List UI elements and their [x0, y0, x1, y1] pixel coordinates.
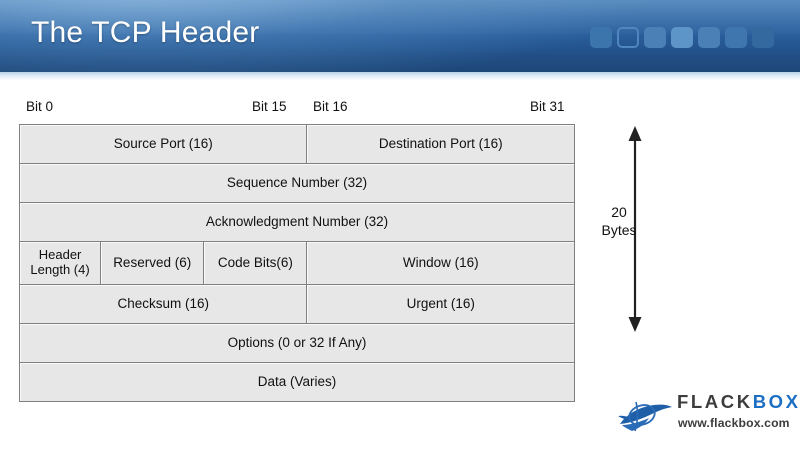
cell-source-port: Source Port (16): [18, 124, 308, 164]
cell-header-length: Header Length (4): [18, 241, 102, 285]
cell-window: Window (16): [306, 241, 575, 285]
diagram-row-flags: Header Length (4) Reserved (6) Code Bits…: [18, 241, 575, 285]
cell-checksum: Checksum (16): [18, 284, 308, 324]
header-length-line2: Length (4): [30, 262, 90, 277]
header-bottom-fade: [0, 72, 800, 81]
diagram-row-options: Options (0 or 32 If Any): [19, 323, 575, 363]
diagram-row-sequence-number: Sequence Number (32): [19, 163, 575, 203]
header-size-annotation: 20 Bytes: [596, 126, 696, 332]
cell-urgent: Urgent (16): [306, 284, 575, 324]
header-length-line1: Header: [38, 247, 82, 263]
header-size-unit: Bytes: [601, 221, 637, 238]
logo-wordmark: FLACKBOX: [677, 391, 800, 412]
fish-logo-icon: [618, 401, 672, 432]
cell-destination-port: Destination Port (16): [306, 124, 575, 164]
logo-word-accent: BOX: [752, 391, 800, 412]
slide-header-band: The TCP Header: [0, 0, 800, 72]
header-square-1: [590, 27, 612, 48]
header-size-text: 20 Bytes: [590, 204, 648, 239]
diagram-row-ports: Source Port (16) Destination Port (16): [18, 124, 575, 164]
logo-url: www.flackbox.com: [678, 416, 790, 430]
header-square-4: [671, 27, 693, 48]
page-title: The TCP Header: [31, 16, 260, 49]
cell-options: Options (0 or 32 If Any): [19, 323, 575, 363]
header-square-5: [698, 27, 720, 48]
tcp-header-diagram: Source Port (16) Destination Port (16) S…: [18, 124, 575, 402]
header-square-7: [752, 27, 774, 48]
diagram-row-data: Data (Varies): [19, 362, 575, 402]
header-square-3: [644, 27, 666, 48]
header-size-value: 20: [611, 204, 627, 220]
cell-code-bits: Code Bits(6): [203, 241, 308, 285]
cell-data: Data (Varies): [19, 362, 575, 402]
header-square-6: [725, 27, 747, 48]
diagram-row-checksum-urgent: Checksum (16) Urgent (16): [18, 284, 575, 324]
bit-ruler: Bit 0 Bit 15 Bit 16 Bit 31: [0, 99, 800, 119]
cell-acknowledgment-number: Acknowledgment Number (32): [19, 202, 575, 242]
double-headed-arrow-icon: [628, 126, 642, 332]
flackbox-logo: FLACKBOX www.flackbox.com: [616, 390, 798, 438]
bit-label-15: Bit 15: [252, 99, 287, 114]
bit-label-16: Bit 16: [313, 99, 348, 114]
header-square-decoration: [590, 27, 774, 48]
bit-label-31: Bit 31: [530, 99, 565, 114]
bit-label-0: Bit 0: [26, 99, 54, 114]
cell-sequence-number: Sequence Number (32): [19, 163, 575, 203]
diagram-row-acknowledgment-number: Acknowledgment Number (32): [19, 202, 575, 242]
cell-reserved: Reserved (6): [100, 241, 205, 285]
header-square-2: [617, 27, 639, 48]
logo-word-primary: FLACK: [677, 391, 753, 412]
